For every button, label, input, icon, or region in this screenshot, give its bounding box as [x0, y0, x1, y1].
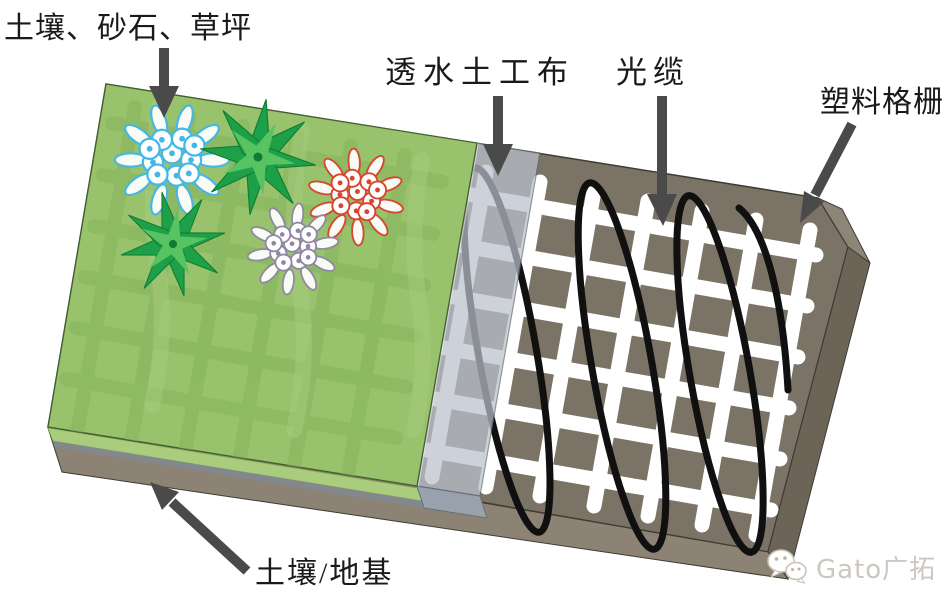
callout-arrow-grid	[800, 121, 857, 223]
callout-arrow-geotextile	[483, 96, 513, 176]
optical-cable	[574, 179, 792, 556]
callout-arrow-topsoil	[149, 48, 179, 118]
callout-arrow-foundation	[150, 482, 251, 575]
watermark-text: Gato广拓	[816, 554, 937, 585]
label-plastic-grid: 塑料格栅	[820, 86, 944, 119]
callout-arrows	[149, 48, 857, 575]
wechat-icon	[767, 548, 809, 586]
label-optical-cable: 光缆	[616, 55, 690, 90]
geotextile-front-line	[53, 441, 424, 508]
brand-watermark: Gato广拓	[767, 548, 936, 586]
label-foundation: 土壤/地基	[255, 557, 394, 590]
label-geotextile: 透水土工布	[385, 55, 575, 90]
callout-arrow-cable	[647, 96, 677, 226]
label-topsoil: 土壤、砂石、草坪	[4, 12, 252, 45]
